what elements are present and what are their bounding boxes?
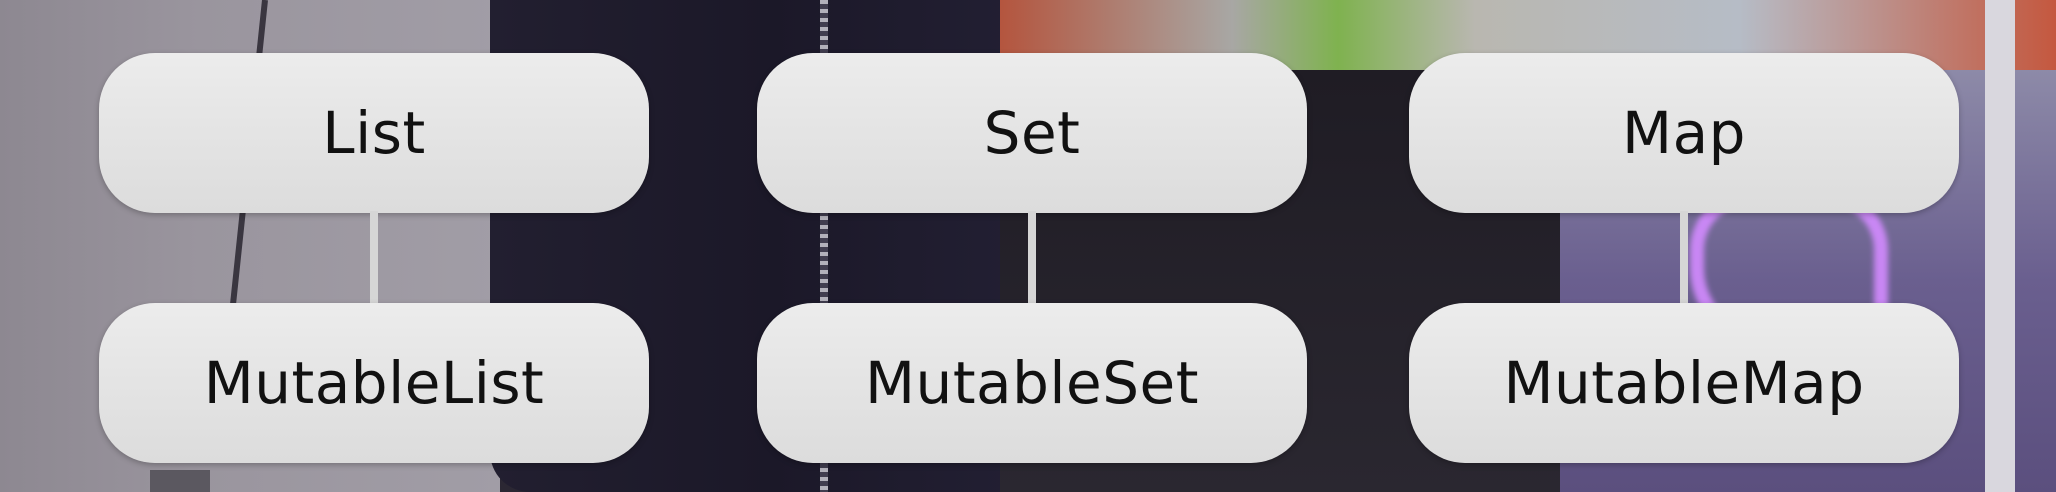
node-list: List [99, 53, 649, 213]
connector-list [370, 211, 378, 305]
node-mutable-map: MutableMap [1409, 303, 1959, 463]
node-set: Set [757, 53, 1307, 213]
background-zipper [820, 0, 828, 492]
connector-map [1680, 211, 1688, 305]
connector-set [1028, 211, 1036, 305]
node-mutable-set: MutableSet [757, 303, 1307, 463]
node-map: Map [1409, 53, 1959, 213]
background-frame [1985, 0, 2015, 492]
background-floor-object [150, 470, 210, 492]
node-mutable-list: MutableList [99, 303, 649, 463]
